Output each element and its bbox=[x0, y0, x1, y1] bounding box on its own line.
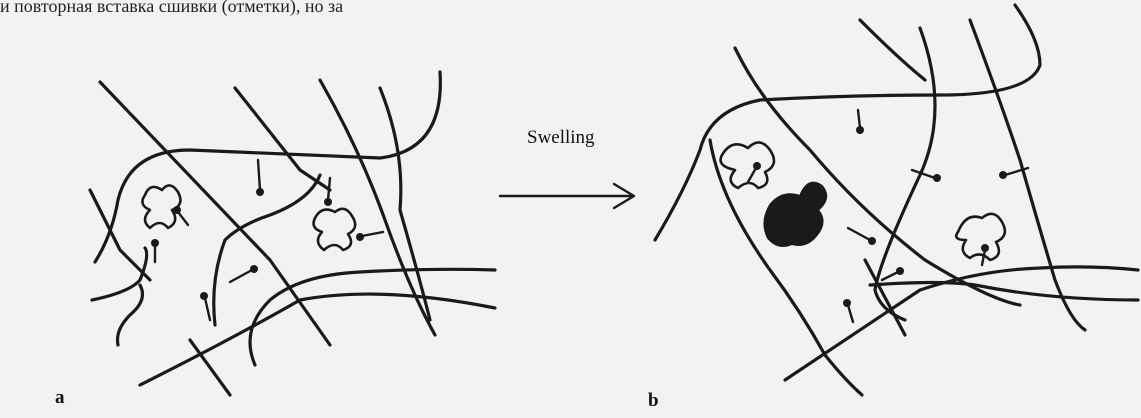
arrow-a1 bbox=[258, 160, 260, 190]
arrow-a1-head bbox=[256, 188, 264, 196]
arrow-a2 bbox=[230, 270, 252, 282]
arrow-b5-head bbox=[896, 267, 904, 275]
trapped-molecule-a2 bbox=[314, 209, 356, 250]
chain-b2 bbox=[860, 20, 925, 80]
arrow-b2 bbox=[912, 170, 935, 178]
panel-b-label: b bbox=[648, 390, 659, 412]
arrow-a7-head bbox=[151, 239, 159, 247]
arrow-a4 bbox=[362, 232, 383, 236]
arrow-b7 bbox=[982, 250, 985, 265]
arrow-a4-head bbox=[356, 233, 364, 241]
swollen-molecule-b bbox=[764, 183, 826, 246]
trapped-molecule-b2 bbox=[956, 214, 1005, 260]
arrow-b7-head bbox=[981, 244, 989, 252]
chain-a8 bbox=[118, 285, 143, 345]
panel-b-network bbox=[655, 5, 1138, 395]
chain-b1 bbox=[735, 48, 1020, 305]
arrow-b6 bbox=[848, 305, 853, 322]
panel-a-label: a bbox=[55, 387, 65, 409]
chain-a11 bbox=[140, 294, 495, 385]
panel-a-network bbox=[90, 72, 495, 395]
arrow-a3 bbox=[205, 298, 210, 320]
arrow-a3-head bbox=[200, 292, 208, 300]
chain-a2 bbox=[235, 88, 330, 190]
arrow-b4 bbox=[848, 228, 870, 240]
chain-a4 bbox=[380, 88, 430, 320]
arrow-b6-head bbox=[843, 299, 851, 307]
arrow-b3-head bbox=[999, 171, 1007, 179]
arrow-a6 bbox=[328, 178, 330, 200]
arrow-b2-head bbox=[933, 174, 941, 182]
arrow-label: Swelling bbox=[527, 127, 595, 149]
arrow-b5 bbox=[882, 272, 898, 280]
chain-a6 bbox=[90, 190, 150, 280]
arrow-a5-head bbox=[173, 206, 181, 214]
arrow-a6-head bbox=[324, 198, 332, 206]
arrow-a2-head bbox=[250, 265, 258, 273]
chain-b6 bbox=[710, 140, 862, 395]
chain-b4 bbox=[970, 20, 1085, 330]
chain-b5 bbox=[655, 5, 1040, 240]
arrow-b4-head bbox=[868, 237, 876, 245]
arrow-b1-head bbox=[856, 126, 864, 134]
arrow-b8 bbox=[748, 168, 756, 182]
swelling-arrow bbox=[500, 184, 634, 208]
arrow-b1 bbox=[858, 110, 860, 128]
arrow-a5 bbox=[178, 212, 188, 225]
arrow-b8-head bbox=[753, 162, 761, 170]
